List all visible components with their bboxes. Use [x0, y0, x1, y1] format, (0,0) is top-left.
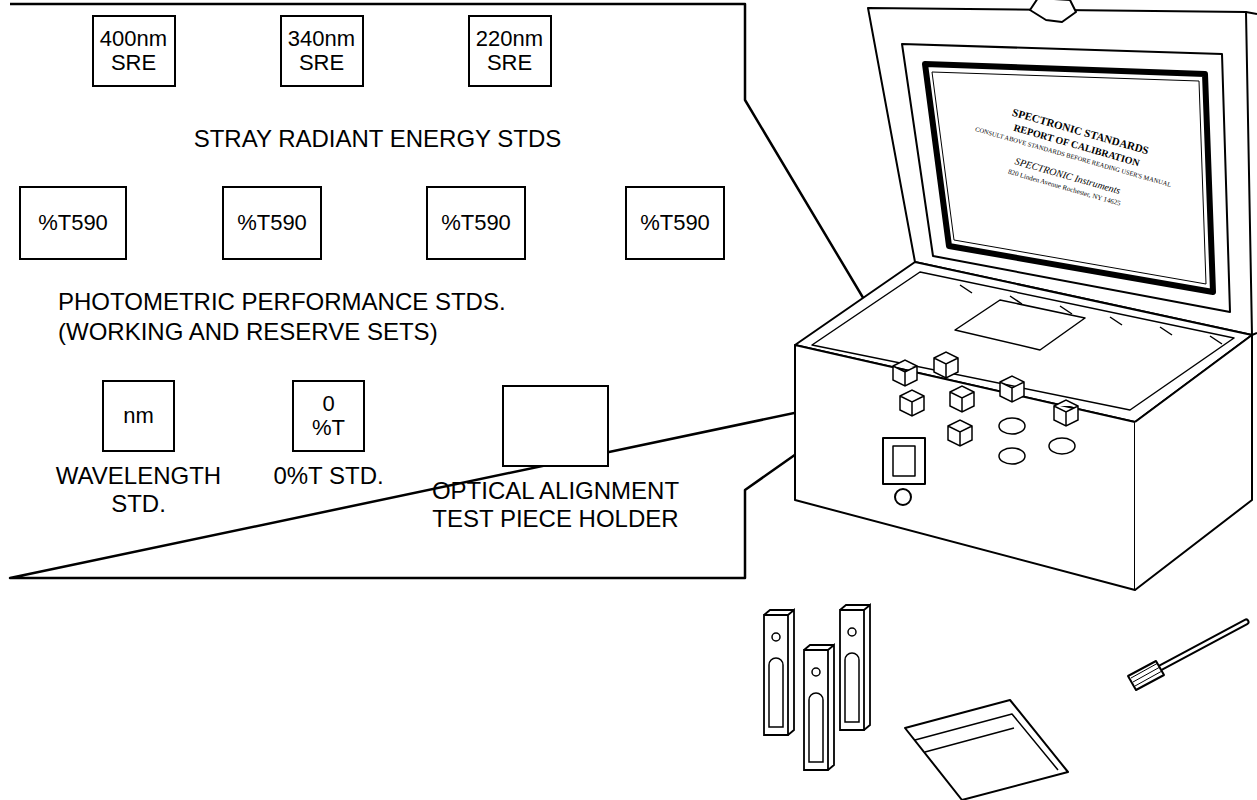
cuvette-cap	[1000, 376, 1024, 402]
box-label: 0 %T	[311, 392, 347, 440]
cuvette-cap	[948, 420, 972, 446]
empty-well	[999, 448, 1025, 464]
brush-handle	[1160, 622, 1246, 668]
standard-box: nmWAVELENGTH STD.	[102, 380, 175, 452]
case-latch	[883, 438, 925, 484]
cuvette	[804, 645, 834, 770]
standards-slot	[955, 300, 1085, 350]
empty-well	[1049, 438, 1075, 454]
cuvette-cap	[893, 360, 917, 386]
standard-box: 340nm SRE	[280, 15, 364, 87]
standard-box: OPTICAL ALIGNMENT TEST PIECE HOLDER	[502, 385, 609, 467]
certificate-frame	[925, 64, 1213, 292]
box-label: nm	[123, 404, 154, 428]
standard-box: 0 %T0%T STD.	[292, 380, 365, 452]
cuvette-cap	[900, 390, 924, 416]
cuvette-window	[809, 693, 823, 762]
cuvette-cap	[950, 386, 974, 412]
box-caption: OPTICAL ALIGNMENT TEST PIECE HOLDER	[406, 477, 706, 532]
standard-box: %T590	[625, 186, 725, 260]
callout-panel: STRAY RADIANT ENERGY STDS PHOTOMETRIC PER…	[10, 4, 745, 578]
standard-box: 220nm SRE	[468, 15, 552, 87]
box-label: %T590	[640, 211, 710, 235]
latch-plate	[893, 446, 915, 476]
cuvette	[764, 610, 794, 735]
standard-box: %T590	[222, 186, 322, 260]
lid-clasp	[1030, 0, 1076, 22]
certificate-text: SPECTRONIC STANDARDSREPORT OF CALIBRATIO…	[943, 89, 1203, 227]
latch-knob	[895, 489, 911, 505]
brush-handle-light	[1160, 622, 1246, 668]
cuvette-window	[845, 653, 859, 722]
group-caption: PHOTOMETRIC PERFORMANCE STDS. (WORKING A…	[58, 287, 578, 347]
cuvette-screw	[812, 668, 820, 676]
box-label: %T590	[38, 211, 108, 235]
group-caption: STRAY RADIANT ENERGY STDS	[10, 124, 745, 154]
cuvette-window	[769, 658, 783, 727]
certificate-sheet	[932, 72, 1206, 284]
case-front	[795, 345, 1135, 590]
illustration-lines	[10, 0, 1257, 800]
cuvette-caps	[893, 352, 1078, 464]
cuvette-screw	[772, 633, 780, 641]
box-label: %T590	[441, 211, 511, 235]
brush-bristle-lines	[1131, 663, 1162, 686]
lid-edge	[1246, 12, 1257, 335]
box-label: 220nm SRE	[473, 27, 547, 75]
box-label: 340nm SRE	[285, 27, 359, 75]
empty-well	[999, 418, 1025, 434]
lens-cloth	[905, 700, 1068, 800]
standard-box: %T590	[426, 186, 526, 260]
box-label: 400nm SRE	[97, 27, 171, 75]
brush-bristles	[1128, 661, 1164, 690]
case-side	[1135, 335, 1252, 590]
certificate-label: 820 Linden Avenue Rochester, NY 14625	[943, 149, 1186, 226]
cuvette	[840, 605, 870, 730]
cloth-folds	[915, 714, 1058, 770]
standard-box: %T590	[19, 186, 127, 260]
box-caption: WAVELENGTH STD.	[39, 462, 239, 517]
callout-panel-outline	[10, 4, 905, 578]
cuvettes	[764, 605, 870, 770]
box-label: %T590	[237, 211, 307, 235]
standard-box: 400nm SRE	[92, 15, 176, 87]
box-caption: 0%T STD.	[264, 462, 394, 490]
cuvette-screw	[848, 628, 856, 636]
cuvette-cap	[934, 352, 958, 378]
cuvette-cap	[1054, 400, 1078, 426]
hinge-marks	[960, 285, 1222, 344]
